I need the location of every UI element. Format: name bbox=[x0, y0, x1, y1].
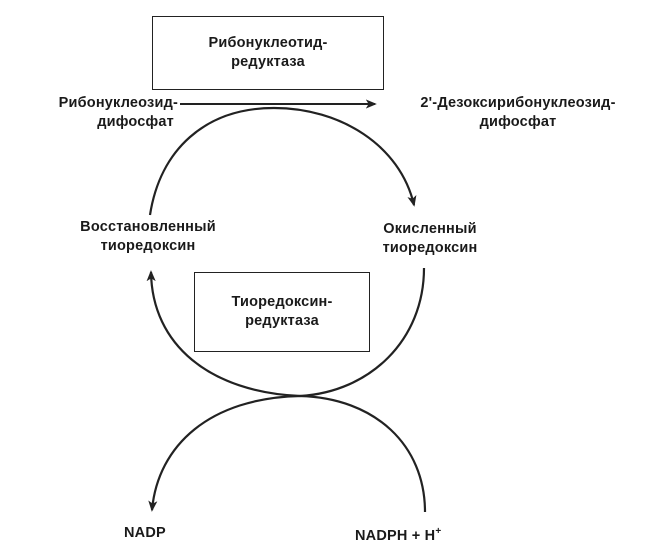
cycle-arc-lower-right bbox=[299, 267, 426, 398]
nadp-label: NADP bbox=[124, 525, 166, 541]
thioredoxin-reductase-box: Тиоредоксин- редуктаза bbox=[194, 272, 370, 352]
cycle-arrow-to-oxidized bbox=[273, 106, 417, 207]
reduced-thioredoxin-line1: Восстановленный bbox=[80, 219, 216, 235]
nadph-arrow-to-nadp bbox=[148, 394, 301, 512]
nadph-arc-right bbox=[299, 394, 427, 513]
substrate-label-line2: дифосфат bbox=[97, 114, 174, 130]
thioredoxin-reductase-label-line2: редуктаза bbox=[245, 313, 319, 329]
nadph-text: NADPH + H bbox=[355, 528, 436, 544]
cycle-arrow-to-reduced bbox=[146, 270, 301, 398]
nadph-label: NADPH + H+ bbox=[355, 522, 441, 546]
cycle-arc-upper-left bbox=[148, 106, 275, 216]
product-label-line2: дифосфат bbox=[479, 114, 557, 130]
oxidized-thioredoxin-label: Окисленный тиоредоксин bbox=[355, 220, 505, 258]
reduced-thioredoxin-line2: тиоредоксин bbox=[100, 238, 196, 254]
ribonucleotide-reductase-box: Рибонуклеотид- редуктаза bbox=[152, 16, 384, 90]
oxidized-thioredoxin-line1: Окисленный bbox=[383, 221, 477, 237]
substrate-label: Рибонуклеозид- дифосфат bbox=[10, 94, 178, 132]
proton-charge: + bbox=[435, 526, 442, 537]
substrate-label-line1: Рибонуклеозид- bbox=[58, 95, 178, 111]
ribonucleotide-reductase-label-line1: Рибонуклеотид- bbox=[208, 35, 328, 51]
product-label-line1: 2'-Дезоксирибонуклеозид- bbox=[420, 95, 616, 111]
product-label: 2'-Дезоксирибонуклеозид- дифосфат bbox=[398, 94, 638, 132]
thioredoxin-reductase-label-line1: Тиоредоксин- bbox=[231, 294, 333, 310]
ribonucleotide-reductase-label-line2: редуктаза bbox=[231, 54, 305, 70]
oxidized-thioredoxin-line2: тиоредоксин bbox=[382, 240, 478, 256]
reduced-thioredoxin-label: Восстановленный тиоредоксин bbox=[48, 218, 248, 256]
